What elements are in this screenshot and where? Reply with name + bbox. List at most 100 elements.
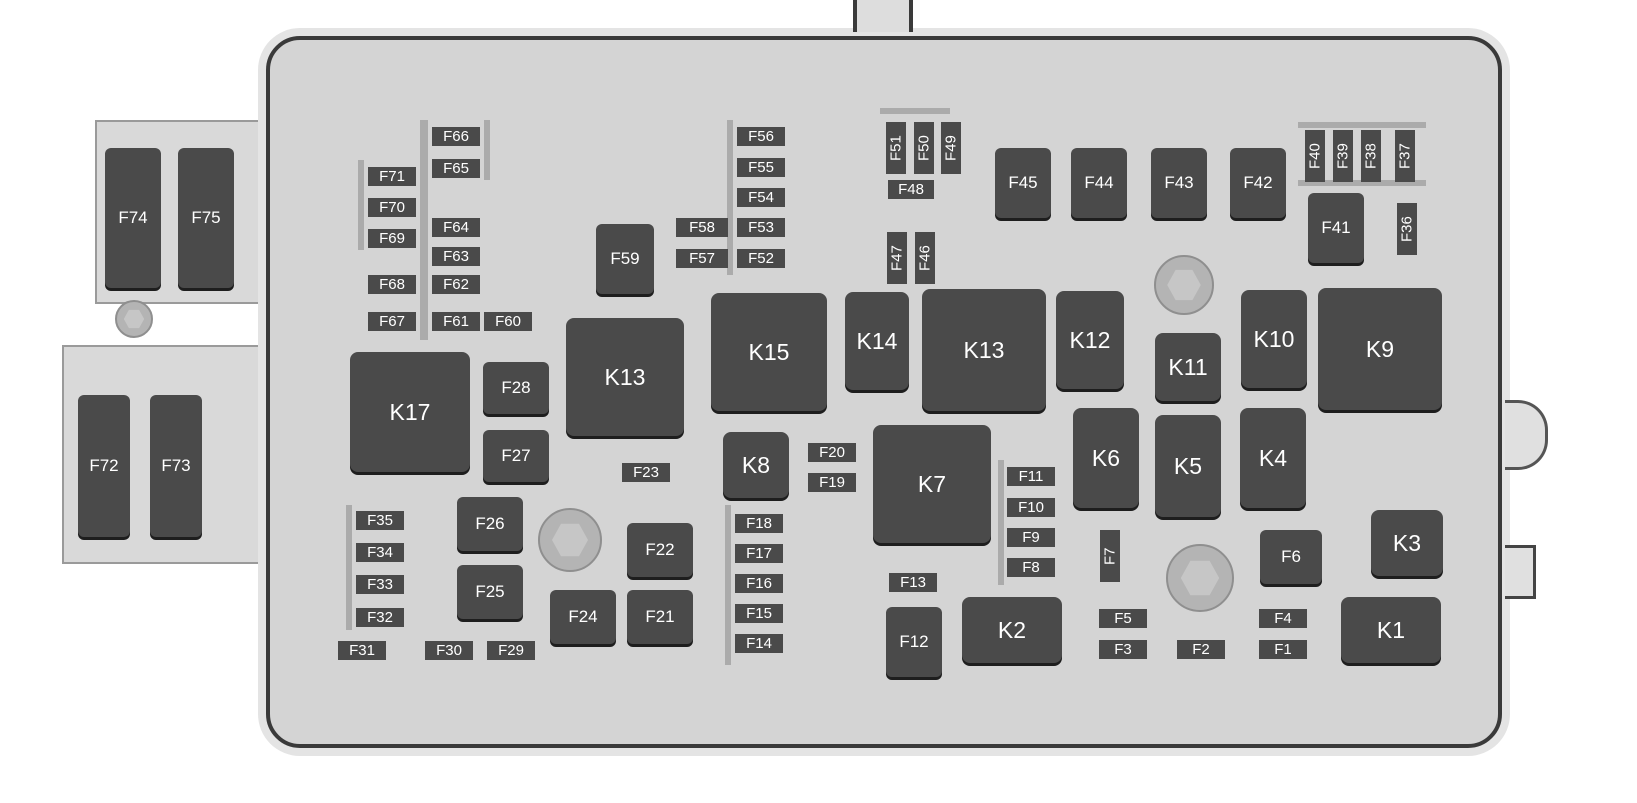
fuse-f6: F6 bbox=[1260, 530, 1322, 584]
fuse-f64: F64 bbox=[432, 218, 480, 237]
clip-rail bbox=[1298, 122, 1426, 128]
fuse-f29: F29 bbox=[487, 641, 535, 660]
fuse-f75: F75 bbox=[178, 148, 234, 288]
relay-k5: K5 bbox=[1155, 415, 1221, 517]
fuse-f53: F53 bbox=[737, 218, 785, 237]
fuse-f49: F49 bbox=[941, 122, 961, 174]
fuse-f69: F69 bbox=[368, 229, 416, 248]
fuse-f37: F37 bbox=[1395, 130, 1415, 182]
fuse-f58: F58 bbox=[676, 218, 728, 237]
fuse-f39: F39 bbox=[1333, 130, 1353, 182]
clip-rail bbox=[998, 460, 1004, 585]
fuse-f47: F47 bbox=[887, 232, 907, 284]
fuse-f56: F56 bbox=[737, 127, 785, 146]
fuse-f23: F23 bbox=[622, 463, 670, 482]
clip-rail bbox=[484, 120, 490, 180]
fuse-f21: F21 bbox=[627, 590, 693, 644]
fuse-f68: F68 bbox=[368, 275, 416, 294]
fuse-f25: F25 bbox=[457, 565, 523, 619]
bolt-icon bbox=[1154, 255, 1214, 315]
relay-k2: K2 bbox=[962, 597, 1062, 663]
fuse-f35: F35 bbox=[356, 511, 404, 530]
fuse-f57: F57 bbox=[676, 249, 728, 268]
fuse-f42: F42 bbox=[1230, 148, 1286, 218]
fuse-f24: F24 bbox=[550, 590, 616, 644]
fuse-f11: F11 bbox=[1007, 467, 1055, 486]
relay-k12: K12 bbox=[1056, 291, 1124, 389]
relay-k11: K11 bbox=[1155, 333, 1221, 401]
fuse-f65: F65 bbox=[432, 159, 480, 178]
fuse-f2: F2 bbox=[1177, 640, 1225, 659]
relay-k14: K14 bbox=[845, 292, 909, 390]
fuse-f7: F7 bbox=[1100, 530, 1120, 582]
clip-rail bbox=[346, 505, 352, 630]
clip-rail bbox=[1298, 180, 1426, 186]
fuse-f30: F30 bbox=[425, 641, 473, 660]
fuse-f63: F63 bbox=[432, 247, 480, 266]
fuse-f38: F38 bbox=[1361, 130, 1381, 182]
fuse-f43: F43 bbox=[1151, 148, 1207, 218]
fuse-f13: F13 bbox=[889, 573, 937, 592]
bolt-icon bbox=[115, 300, 153, 338]
relay-k6: K6 bbox=[1073, 408, 1139, 508]
relay-k15: K15 bbox=[711, 293, 827, 411]
fuse-f34: F34 bbox=[356, 543, 404, 562]
fuse-f33: F33 bbox=[356, 575, 404, 594]
fuse-f62: F62 bbox=[432, 275, 480, 294]
clip-rail bbox=[727, 120, 733, 275]
relay-k8: K8 bbox=[723, 432, 789, 498]
fuse-f26: F26 bbox=[457, 497, 523, 551]
fuse-f74: F74 bbox=[105, 148, 161, 288]
fuse-f12: F12 bbox=[886, 607, 942, 677]
fuse-f66: F66 bbox=[432, 127, 480, 146]
mounting-tab bbox=[1505, 400, 1548, 470]
fuse-f20: F20 bbox=[808, 443, 856, 462]
relay-k7: K7 bbox=[873, 425, 991, 543]
fuse-f48: F48 bbox=[888, 180, 934, 199]
fuse-f16: F16 bbox=[735, 574, 783, 593]
fuse-f67: F67 bbox=[368, 312, 416, 331]
fuse-f61: F61 bbox=[432, 312, 480, 331]
bolt-icon bbox=[1166, 544, 1234, 612]
fuse-f18: F18 bbox=[735, 514, 783, 533]
fuse-f27: F27 bbox=[483, 430, 549, 482]
fuse-f73: F73 bbox=[150, 395, 202, 537]
fuse-f1: F1 bbox=[1259, 640, 1307, 659]
relay-k3: K3 bbox=[1371, 510, 1443, 576]
fuse-f36: F36 bbox=[1397, 203, 1417, 255]
fuse-f28: F28 bbox=[483, 362, 549, 414]
relay-k10: K10 bbox=[1241, 290, 1307, 388]
top-connector bbox=[853, 0, 913, 32]
fuse-f15: F15 bbox=[735, 604, 783, 623]
fuse-box-body bbox=[266, 36, 1502, 748]
fuse-f4: F4 bbox=[1259, 609, 1307, 628]
fuse-f45: F45 bbox=[995, 148, 1051, 218]
fuse-f3: F3 bbox=[1099, 640, 1147, 659]
fuse-f9: F9 bbox=[1007, 528, 1055, 547]
fuse-f17: F17 bbox=[735, 544, 783, 563]
clip-rail bbox=[725, 505, 731, 665]
fuse-f50: F50 bbox=[914, 122, 934, 174]
fuse-f71: F71 bbox=[368, 167, 416, 186]
relay-k17: K17 bbox=[350, 352, 470, 472]
fuse-f51: F51 bbox=[886, 122, 906, 174]
fuse-f52: F52 bbox=[737, 249, 785, 268]
fuse-f32: F32 bbox=[356, 608, 404, 627]
fuse-f31: F31 bbox=[338, 641, 386, 660]
relay-k1: K1 bbox=[1341, 597, 1441, 663]
clip-rail bbox=[358, 160, 364, 250]
fuse-f14: F14 bbox=[735, 634, 783, 653]
relay-k13-left: K13 bbox=[566, 318, 684, 436]
fuse-f19: F19 bbox=[808, 473, 856, 492]
fuse-f8: F8 bbox=[1007, 558, 1055, 577]
fuse-f55: F55 bbox=[737, 158, 785, 177]
clip-rail bbox=[420, 120, 428, 340]
fuse-f22: F22 bbox=[627, 523, 693, 577]
fuse-f72: F72 bbox=[78, 395, 130, 537]
fuse-f70: F70 bbox=[368, 198, 416, 217]
relay-k13-right: K13 bbox=[922, 289, 1046, 411]
fuse-f59: F59 bbox=[596, 224, 654, 294]
side-latch bbox=[1505, 545, 1536, 599]
fuse-f40: F40 bbox=[1305, 130, 1325, 182]
fuse-f41: F41 bbox=[1308, 193, 1364, 263]
